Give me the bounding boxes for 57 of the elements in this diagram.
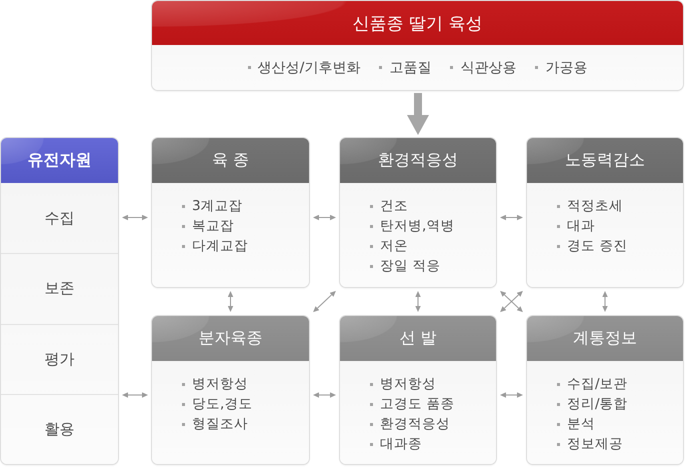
topic-card [152, 138, 309, 287]
list-item: 가공용 [545, 58, 588, 76]
list-item: 당도,경도 [192, 395, 252, 414]
double-arrow [313, 290, 336, 312]
topic-card [527, 138, 683, 287]
card-heading: 환경적응성 [340, 138, 496, 183]
double-arrow [122, 392, 148, 398]
list-item: 병저항성 [380, 375, 436, 394]
list-item: 대과 [567, 217, 595, 236]
topic-card [340, 316, 496, 464]
category-label: 평가 [44, 350, 74, 369]
double-arrow [122, 214, 148, 220]
list-item: 정보제공 [567, 435, 623, 454]
list-item: 수집/보관 [567, 375, 628, 394]
list-item: 탄저병,역병 [380, 217, 454, 236]
list-item: 경도 증진 [567, 237, 628, 256]
double-arrow [602, 291, 608, 312]
card-heading: 계통정보 [527, 316, 683, 361]
topic-card [152, 316, 309, 464]
category-label: 보존 [44, 279, 74, 298]
list-item: 대과종 [380, 435, 422, 454]
double-arrow [313, 214, 336, 220]
list-item: 저온 [380, 237, 408, 256]
list-item: 적정초세 [567, 197, 623, 216]
card-heading: 유전자원 [1, 138, 118, 183]
list-item: 복교잡 [192, 217, 234, 236]
resource-panel [1, 138, 118, 464]
goal-banner [152, 1, 683, 90]
double-arrow [500, 214, 523, 220]
double-arrow [313, 392, 336, 398]
list-item: 건조 [380, 197, 408, 216]
crossed-arrows [500, 290, 523, 312]
arrow [407, 93, 429, 135]
list-item: 고품질 [389, 58, 432, 76]
list-item: 장일 적응 [380, 257, 440, 276]
list-item: 환경적응성 [380, 415, 450, 434]
list-item: 분석 [567, 415, 595, 434]
list-item: 3계교잡 [192, 197, 243, 216]
list-item: 형질조사 [192, 415, 248, 434]
category-label: 활용 [44, 420, 74, 439]
category-label: 수집 [44, 208, 74, 228]
list-item: 정리/통합 [567, 395, 628, 414]
list-item: 식관상용 [460, 58, 516, 76]
double-arrow [228, 291, 234, 312]
card-heading: 육 종 [152, 138, 309, 183]
card-heading: 분자육종 [152, 316, 309, 361]
list-item: 병저항성 [192, 375, 248, 394]
double-arrow [415, 291, 421, 312]
double-arrow [500, 392, 523, 398]
list-item: 다계교잡 [192, 237, 248, 256]
list-item: 생산성/기후변화 [258, 58, 360, 76]
list-item: 고경도 품종 [380, 395, 454, 414]
card-heading: 선 발 [340, 316, 496, 361]
card-heading: 신품종 딸기 육성 [152, 1, 683, 45]
topic-card [340, 138, 496, 287]
card-heading: 노동력감소 [527, 138, 683, 183]
topic-card [527, 316, 683, 464]
